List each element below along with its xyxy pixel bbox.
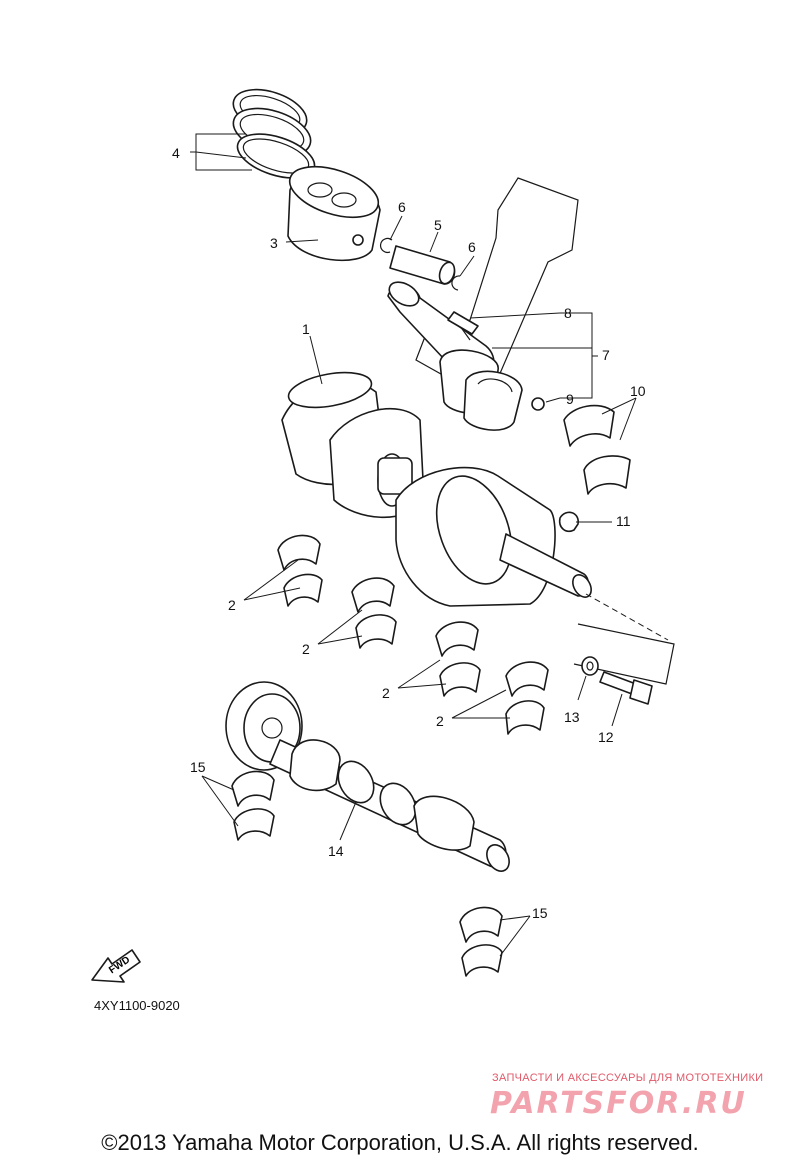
callout-1: 1 <box>302 321 310 337</box>
woodruff-key[interactable] <box>558 511 579 533</box>
conrod-nut[interactable] <box>531 397 545 411</box>
fwd-arrow-icon: FWD <box>91 949 141 983</box>
callout-12: 12 <box>598 729 614 745</box>
callout-15-a: 15 <box>190 759 206 775</box>
callout-2-d: 2 <box>436 713 444 729</box>
balancer-bearing-1[interactable] <box>231 770 275 841</box>
circlip-left[interactable] <box>380 237 393 254</box>
circlip-right[interactable] <box>451 275 461 291</box>
washer-bolt-frame <box>573 593 675 685</box>
callout-2-a: 2 <box>228 597 236 613</box>
diagram-code: 4XY1100-9020 <box>94 998 180 1013</box>
bolt[interactable] <box>599 671 653 705</box>
bigend-bearing[interactable] <box>563 404 631 495</box>
callout-14: 14 <box>328 843 344 859</box>
main-bearing-4[interactable] <box>505 661 549 735</box>
callout-11: 11 <box>616 513 631 529</box>
crankshaft[interactable] <box>281 367 595 607</box>
callout-8: 8 <box>564 305 572 321</box>
callout-15-b: 15 <box>532 905 548 921</box>
main-bearing-3[interactable] <box>435 621 481 697</box>
callout-6-right: 6 <box>468 239 476 255</box>
main-bearing-2[interactable] <box>351 577 397 649</box>
leader-lines <box>190 133 637 957</box>
callout-7: 7 <box>602 347 610 363</box>
piston-pin[interactable] <box>389 245 457 286</box>
callout-numbers: 4 3 6 5 6 1 8 7 9 10 11 2 2 2 2 13 12 15… <box>172 145 646 921</box>
callout-2-c: 2 <box>382 685 390 701</box>
callout-2-b: 2 <box>302 641 310 657</box>
main-bearing-1[interactable] <box>277 534 323 607</box>
callout-3: 3 <box>270 235 278 251</box>
callout-9: 9 <box>566 391 574 407</box>
conrod-bolt[interactable] <box>447 311 479 335</box>
callout-4: 4 <box>172 145 180 161</box>
copyright-notice: ©2013 Yamaha Motor Corporation, U.S.A. A… <box>101 1130 699 1155</box>
piston-rings[interactable] <box>227 81 319 186</box>
watermark-logo: PARTSFOR.RU <box>490 1086 747 1121</box>
watermark-tagline: ЗАПЧАСТИ И АКСЕССУАРЫ ДЛЯ МОТОТЕХНИКИ <box>492 1072 764 1084</box>
washer[interactable] <box>581 656 599 676</box>
callout-13: 13 <box>564 709 580 725</box>
piston[interactable] <box>283 157 384 262</box>
balancer-shaft[interactable] <box>225 681 514 875</box>
callout-5: 5 <box>434 217 442 233</box>
callout-6-left: 6 <box>398 199 406 215</box>
callout-10: 10 <box>630 383 646 399</box>
balancer-bearing-2[interactable] <box>459 906 503 977</box>
conrod-cap[interactable] <box>463 370 523 431</box>
